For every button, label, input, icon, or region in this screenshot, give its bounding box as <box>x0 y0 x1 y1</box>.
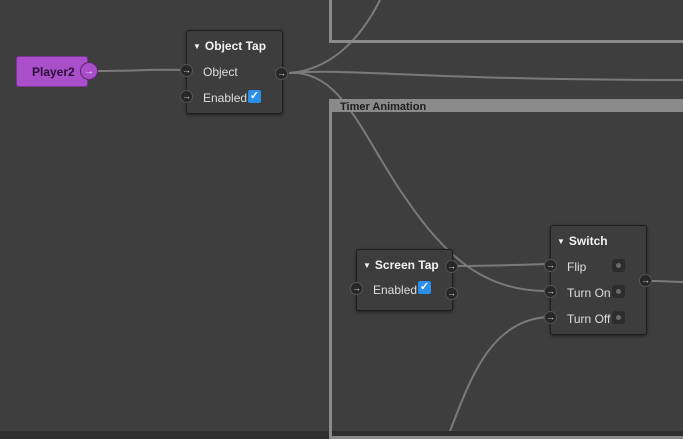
object-tap-title[interactable]: ▼Object Tap <box>193 39 267 53</box>
screen-tap-enabled-checkbox[interactable]: ✓ <box>418 281 431 294</box>
enabled-input-port[interactable]: → <box>180 90 193 103</box>
checkmark-icon: ✓ <box>419 281 430 293</box>
arrow-right-icon: → <box>546 260 555 270</box>
group-upper <box>329 0 683 43</box>
wire-player-to-object <box>97 68 185 72</box>
wire-switch-out <box>651 280 683 283</box>
object-input-port[interactable]: → <box>180 64 193 77</box>
enabled-checkbox[interactable]: ✓ <box>248 90 261 103</box>
switch-title[interactable]: ▼Switch <box>557 234 608 248</box>
turn-off-label: Turn Off <box>567 312 611 326</box>
screen-tap-output-port-2[interactable]: → <box>445 287 458 300</box>
arrow-right-icon: → <box>182 65 191 75</box>
collapse-triangle-icon[interactable]: ▼ <box>363 261 371 270</box>
arrow-right-icon: → <box>641 275 650 285</box>
flip-indicator <box>612 259 625 272</box>
turn-on-indicator <box>612 285 625 298</box>
arrow-right-icon: → <box>447 288 456 298</box>
object-tap-output-port[interactable]: → <box>275 67 288 80</box>
flip-input-port[interactable]: → <box>544 259 557 272</box>
wire-object-to-right <box>288 70 683 81</box>
arrow-right-icon: → <box>546 312 555 322</box>
turn-on-label: Turn On <box>567 286 611 300</box>
collapse-triangle-icon[interactable]: ▼ <box>193 42 201 51</box>
wire-object-to-upper <box>288 0 381 74</box>
turn-on-input-port[interactable]: → <box>544 285 557 298</box>
object-input-label: Object <box>203 65 238 79</box>
screen-tap-enabled-port[interactable]: → <box>350 282 363 295</box>
screen-tap-title[interactable]: ▼Screen Tap <box>363 258 439 272</box>
arrow-right-icon: → <box>546 286 555 296</box>
turn-off-indicator <box>612 311 625 324</box>
collapse-triangle-icon[interactable]: ▼ <box>557 237 565 246</box>
group-title-timer-animation: Timer Animation <box>340 101 427 113</box>
wire-screen-to-flip <box>457 263 549 267</box>
flip-label: Flip <box>567 260 587 274</box>
checkmark-icon: ✓ <box>249 90 260 102</box>
arrow-right-icon: → <box>352 283 361 293</box>
player2-node[interactable]: Player2 <box>16 56 88 87</box>
player2-output-port[interactable]: → <box>80 62 98 80</box>
switch-node[interactable]: ▼Switch → Flip → Turn On → Turn Off → <box>544 225 652 335</box>
object-tap-node[interactable]: ▼Object Tap → Object → Enabled ✓ → <box>180 30 288 114</box>
turn-off-input-port[interactable]: → <box>544 311 557 324</box>
screen-tap-output-port-1[interactable]: → <box>445 260 458 273</box>
switch-output-port[interactable]: → <box>639 274 652 287</box>
wire-object-to-turnon <box>288 71 549 293</box>
screen-tap-node[interactable]: ▼Screen Tap → Enabled ✓ → → <box>350 249 458 311</box>
screen-tap-enabled-label: Enabled <box>373 283 418 297</box>
wire-bottom-to-turnoff <box>449 316 549 431</box>
player2-label: Player2 <box>32 65 75 79</box>
arrow-right-icon: → <box>84 65 94 77</box>
arrow-right-icon: → <box>447 261 456 271</box>
arrow-right-icon: → <box>277 68 286 78</box>
arrow-right-icon: → <box>182 91 191 101</box>
enabled-input-label: Enabled <box>203 91 248 105</box>
